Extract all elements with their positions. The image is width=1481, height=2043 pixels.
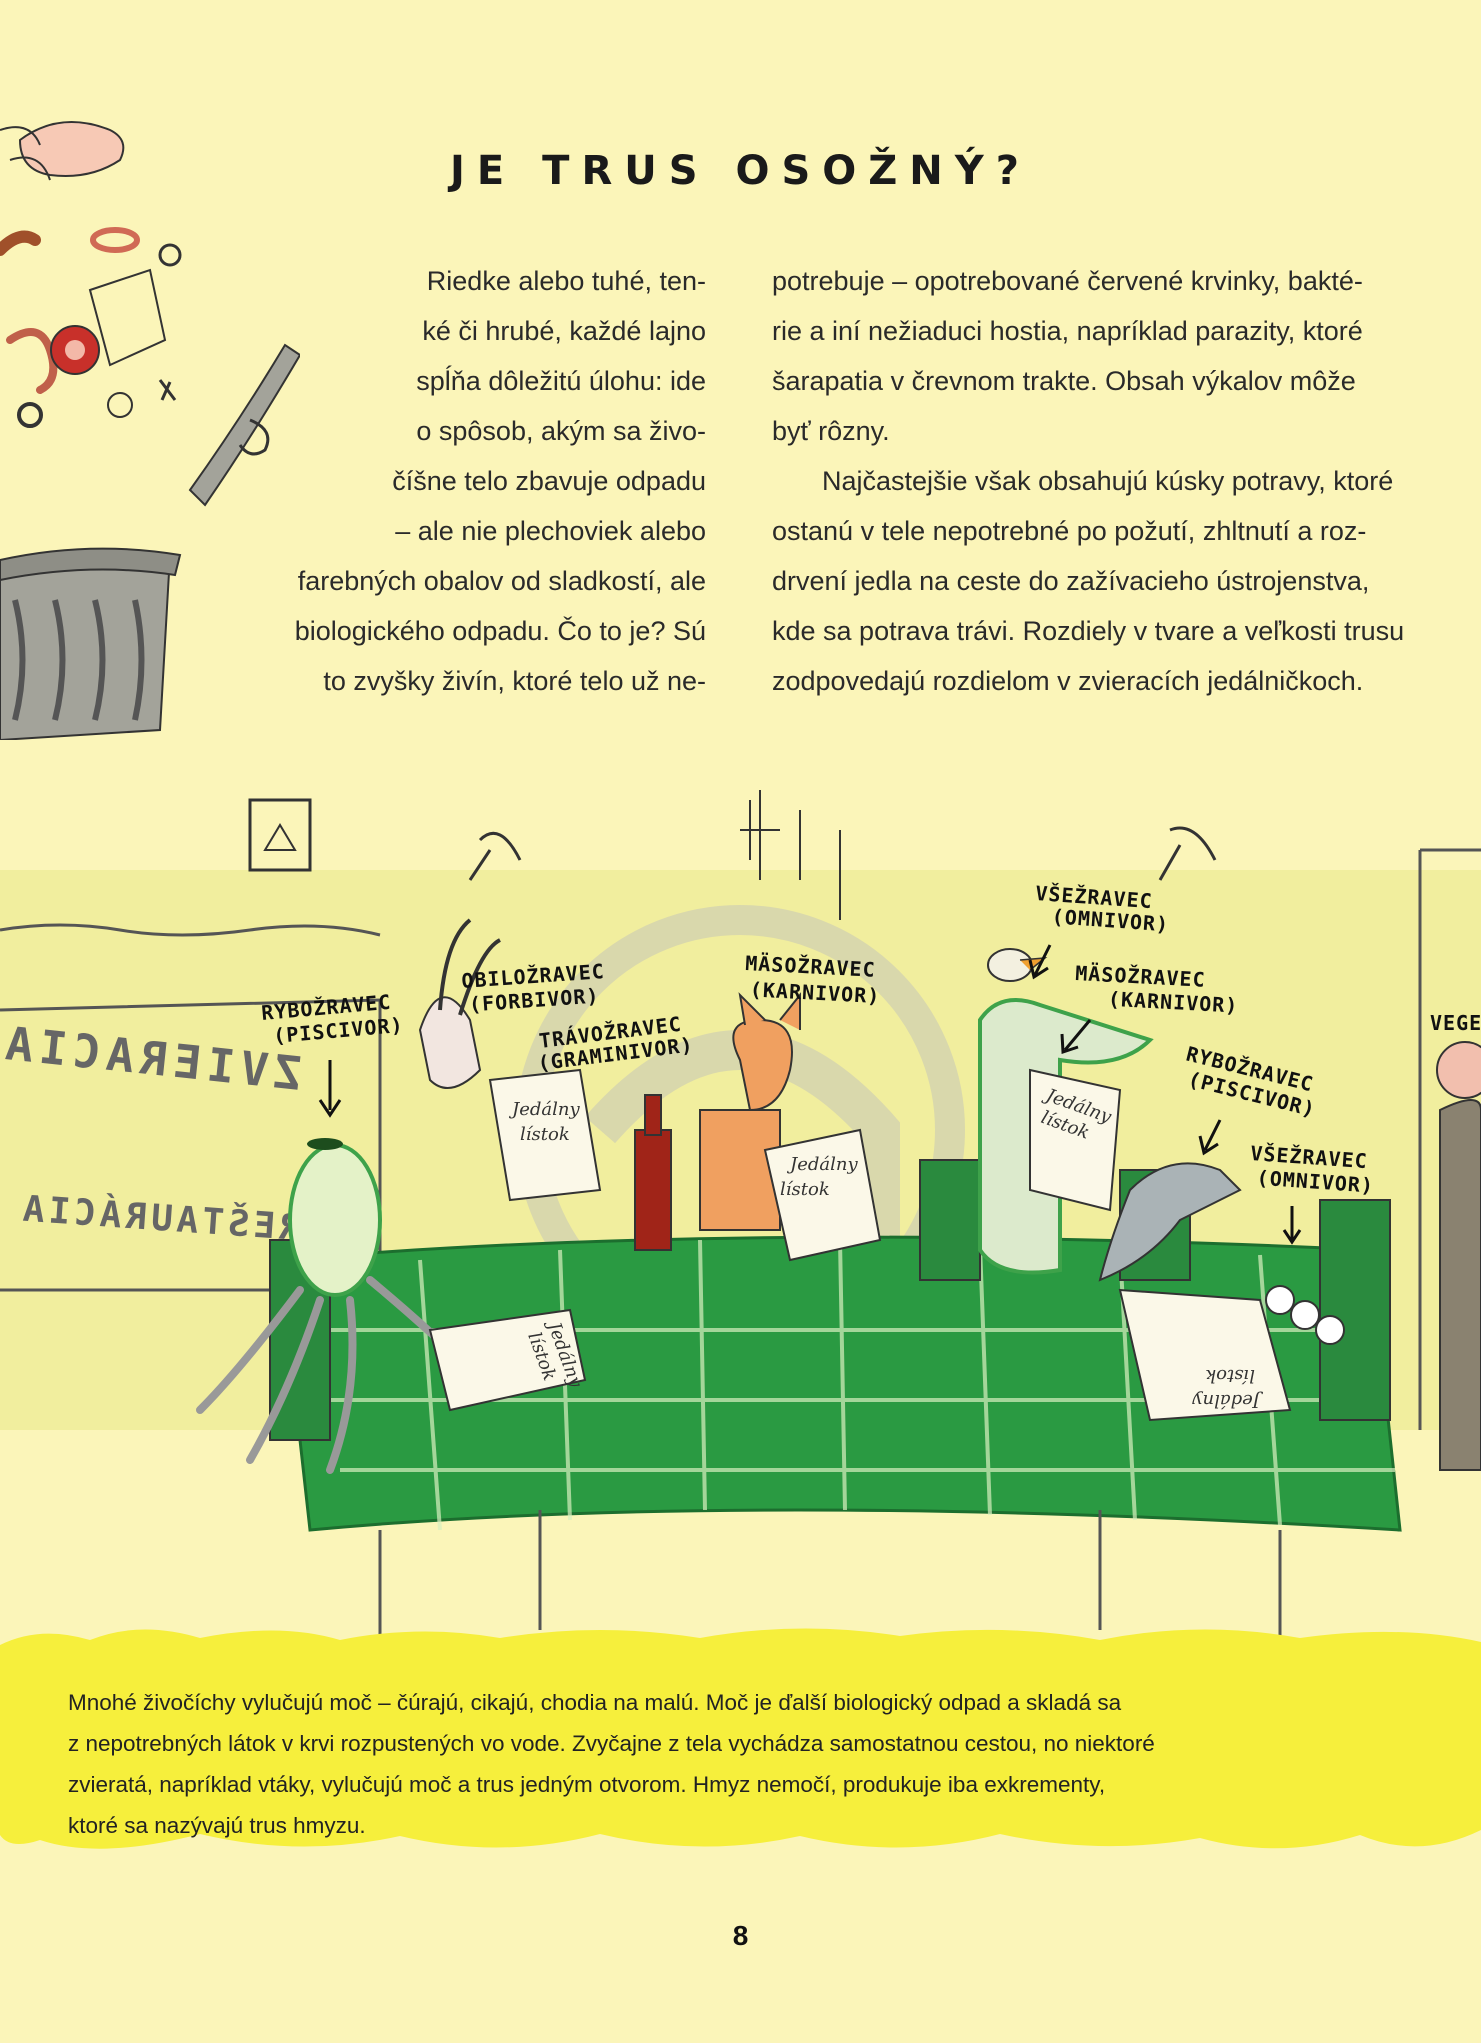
diet-label: VEGE	[1430, 1011, 1481, 1035]
waiter	[1439, 1099, 1481, 1471]
menu-card-label: lístok	[520, 1124, 570, 1145]
wall-lamp	[1158, 826, 1217, 881]
text-line: zodpovedajú rozdielom v zvieracích jedál…	[772, 666, 1364, 696]
text-line: ké či hrubé, každé lajno	[422, 316, 706, 346]
diet-label: VŠEŽRAVEC (OMNIVOR)	[1035, 881, 1170, 936]
octopus	[288, 1143, 382, 1297]
menu-card: Jedálny lístok	[488, 1068, 602, 1202]
text-line: farebných obalov od sladkostí, ale	[297, 566, 706, 596]
menu-card: Jedálny lístok	[1118, 1288, 1292, 1422]
text-line: šarapatia v črevnom trakte. Obsah výkalo…	[772, 366, 1356, 396]
mouse	[1290, 1300, 1320, 1330]
cat	[732, 1018, 793, 1112]
diet-label: MÄSOŽRAVEC (KARNIVOR)	[1075, 961, 1239, 1018]
crocodile	[978, 998, 1154, 1275]
mouse	[1265, 1285, 1295, 1315]
text-line: Riedke alebo tuhé, ten-	[426, 266, 706, 296]
arrow-icon	[1198, 1119, 1222, 1156]
picture-frame	[248, 798, 312, 872]
goat	[418, 996, 482, 1089]
page-title: JE TRUS OSOŽNÝ?	[450, 148, 1031, 194]
chair	[1319, 1199, 1391, 1421]
note-line: ktoré sa nazývajú trus hmyzu.	[68, 1813, 366, 1838]
arrow-icon	[1060, 1019, 1092, 1055]
text-line: kde sa potrava trávi. Rozdiely v tvare a…	[772, 616, 1405, 646]
text-line: číšne telo zbavuje odpadu	[392, 466, 706, 496]
arrow-icon	[318, 1060, 342, 1118]
chair	[919, 1159, 981, 1281]
trash-bin-illustration	[0, 121, 300, 740]
note-line: zvieratá, napríklad vtáky, vylučujú moč …	[68, 1772, 1106, 1797]
highlight-band	[0, 1628, 1481, 1849]
text-line: ostanú v tele nepotrebné po požutí, zhlt…	[772, 516, 1367, 546]
diet-label-main: VEGE	[1430, 1011, 1481, 1035]
left-text-column: Riedke alebo tuhé, ten- ké či hrubé, kaž…	[220, 256, 706, 706]
wall-lamp	[468, 831, 522, 881]
text-line: potrebuje – opotrebované červené krvinky…	[772, 266, 1363, 296]
text-line: spĺňa dôležitú úlohu: ide	[416, 366, 706, 396]
diet-label: OBILOŽRAVEC (FORBIVOR)	[461, 959, 606, 1016]
wine-bottle	[634, 1129, 672, 1251]
menu-card-label: Jedálny	[1192, 1390, 1264, 1411]
menu-card: Jedálny lístok	[763, 1128, 882, 1262]
text-line: Najčastejšie však obsahujú kúsky potravy…	[822, 466, 1394, 496]
arrow-icon	[1028, 944, 1052, 980]
menu-card-label: Jedálny	[508, 1099, 580, 1120]
right-text-column: potrebuje – opotrebované červené krvinky…	[772, 256, 1481, 706]
text-line: drvení jedla na ceste do zažívacieho úst…	[772, 566, 1370, 596]
seal	[1098, 1162, 1242, 1282]
note-line: Mnohé živočíchy vylučujú moč – čúrajú, c…	[68, 1690, 1122, 1715]
menu-card-label: Jedálny	[786, 1154, 858, 1175]
mouse	[1315, 1315, 1345, 1345]
chandelier	[740, 790, 841, 920]
note-line: z nepotrebných látok v krvi rozpustených…	[68, 1731, 1155, 1756]
arrow-icon	[1282, 1206, 1302, 1245]
text-line: biologického odpadu. Čo to je? Sú	[294, 616, 706, 646]
text-line: to zvyšky živín, ktoré telo už ne-	[323, 666, 706, 696]
bottom-note: Mnohé živočíchy vylučujú moč – čúrajú, c…	[68, 1682, 1388, 1846]
text-line: rie a iní nežiaduci hostia, napríklad pa…	[772, 316, 1363, 346]
tablecloth	[278, 1235, 1402, 1532]
diet-label: VŠEŽRAVEC (OMNIVOR)	[1250, 1141, 1375, 1198]
page-number: 8	[732, 1920, 749, 1951]
text-line: o spôsob, akým sa živo-	[416, 416, 706, 446]
text-line: byť rôzny.	[772, 416, 890, 446]
menu-card: Jedálny lístok	[1029, 1068, 1122, 1212]
menu-card-label: lístok	[1205, 1365, 1255, 1386]
text-line: – ale nie plechoviek alebo	[395, 516, 706, 546]
menu-card-label: lístok	[780, 1179, 830, 1200]
restaurant-illustration: ZVIERACIA REŠTAURÁCIA Jedálny lístok Jed…	[0, 790, 1481, 1640]
